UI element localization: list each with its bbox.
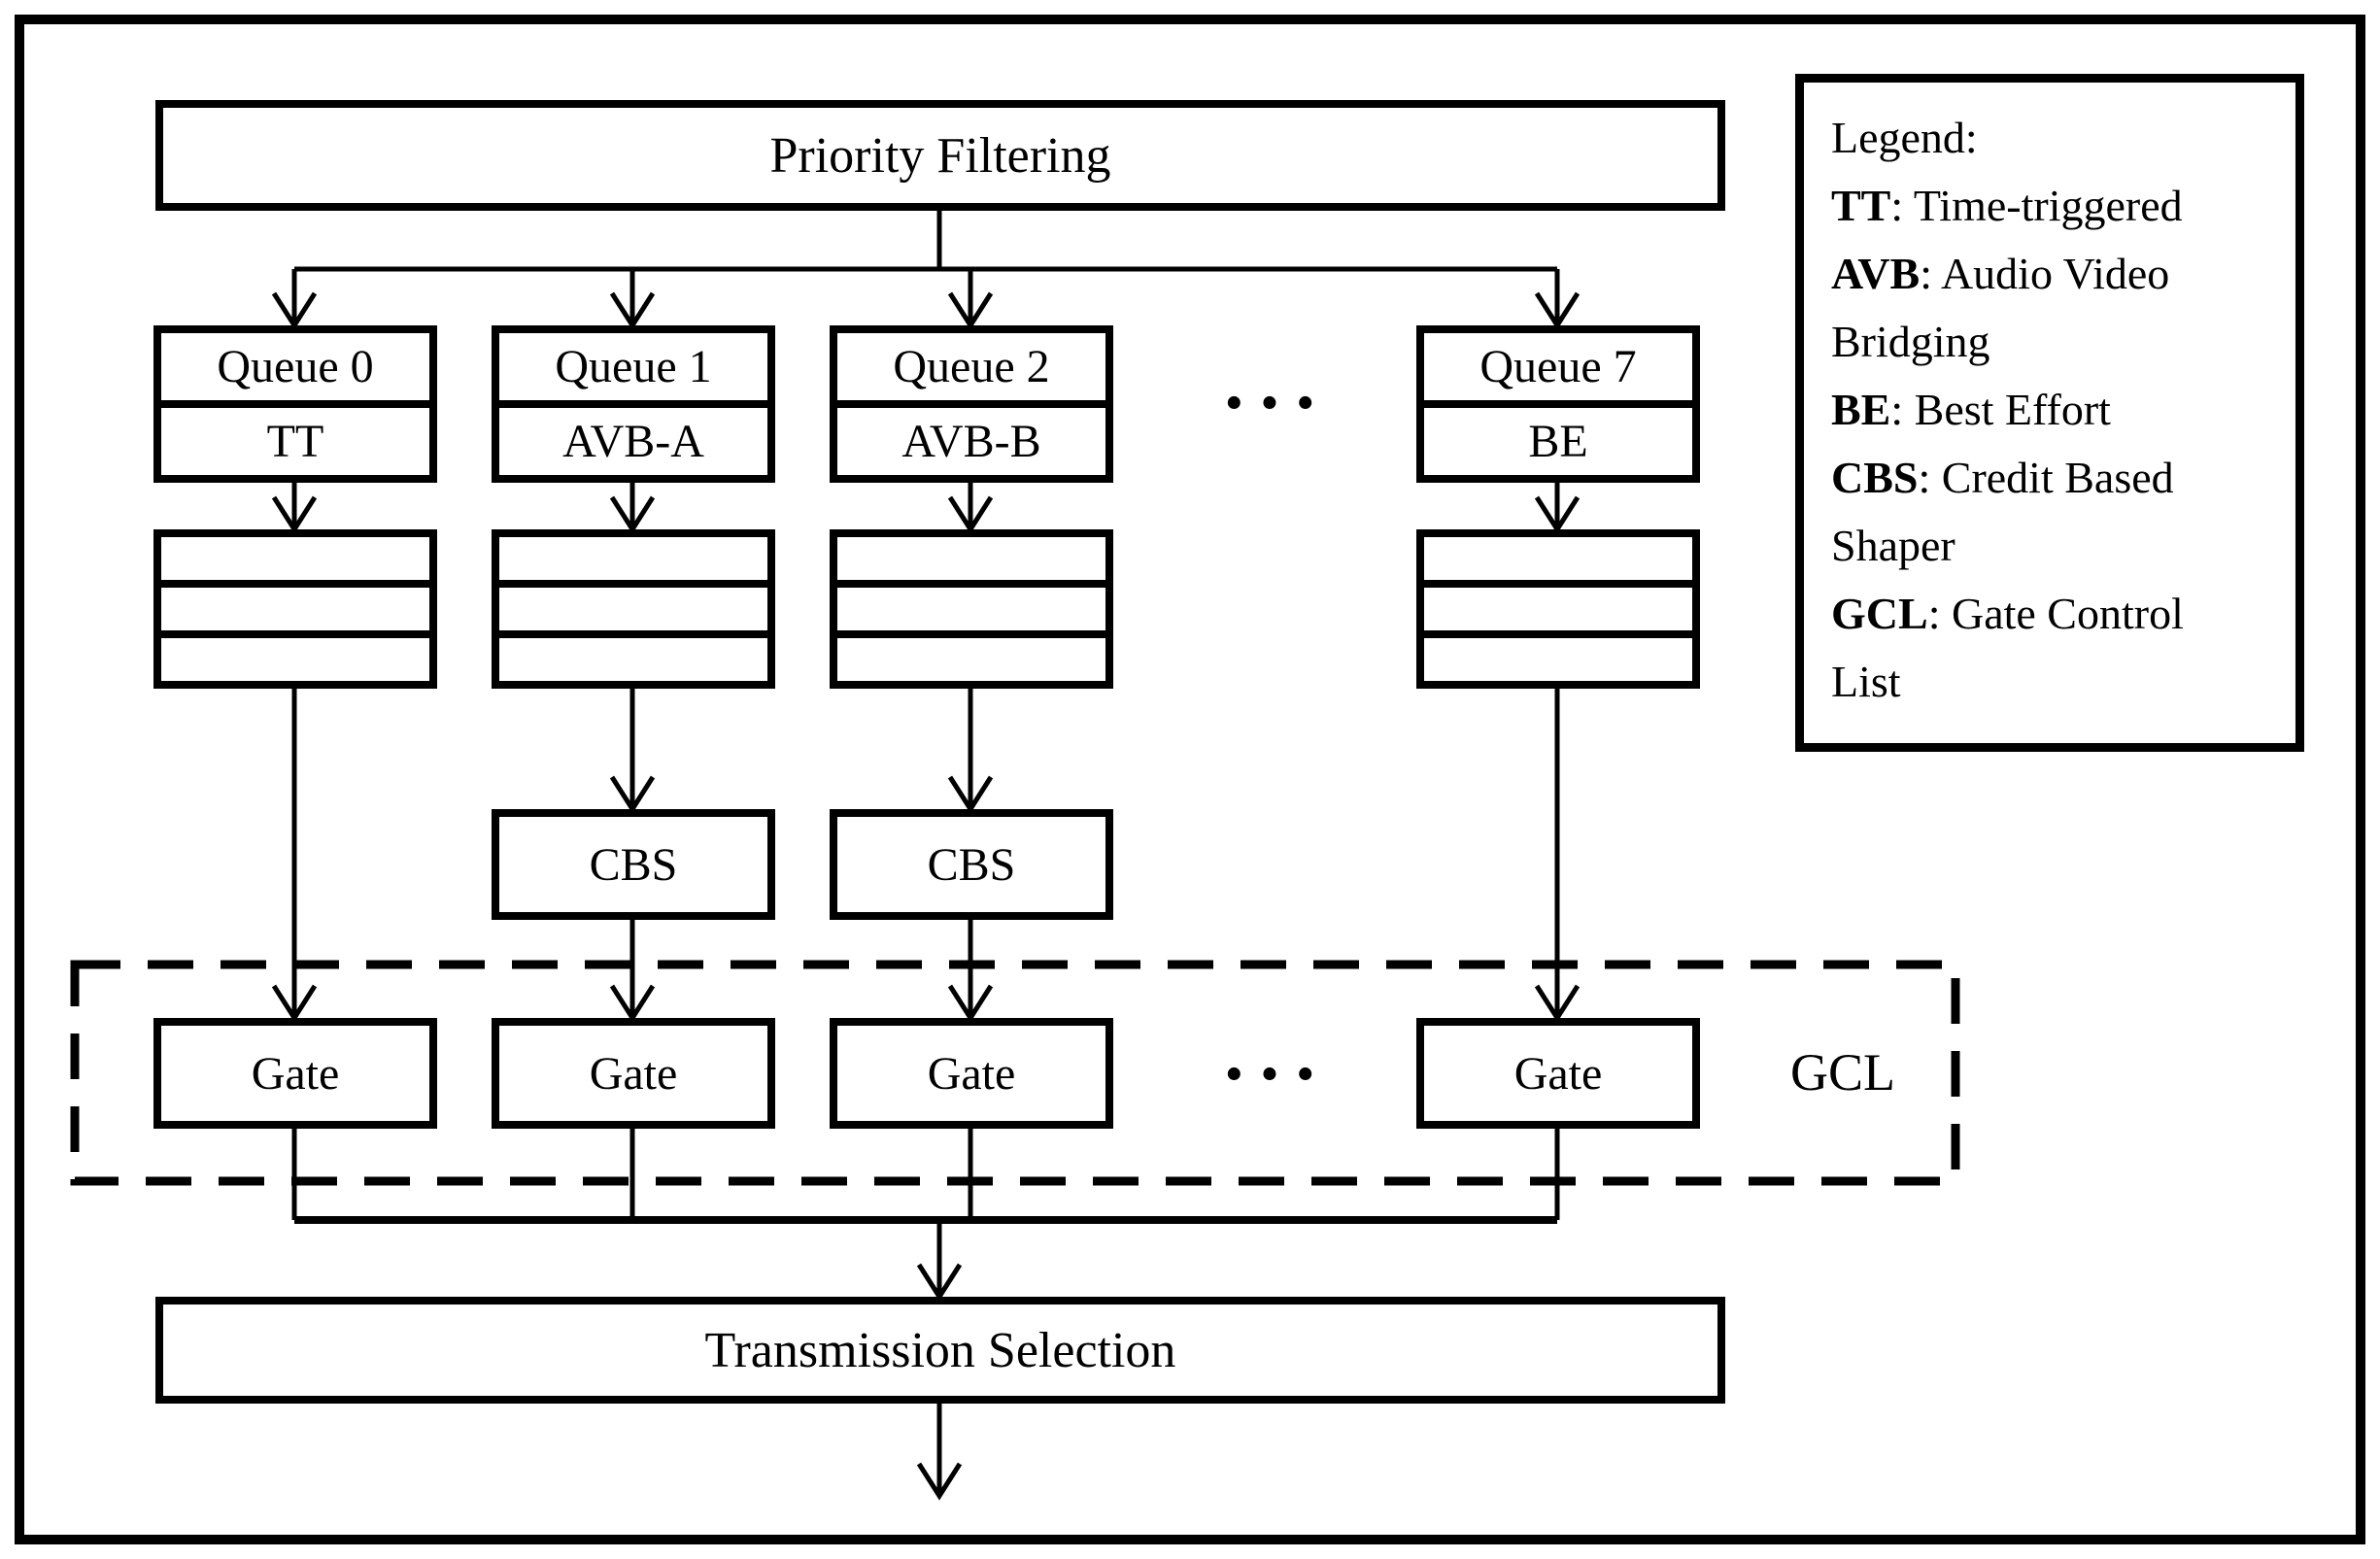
buffer-stack-queue-2	[830, 529, 1113, 689]
gate-label: Gate	[251, 1047, 340, 1100]
cbs-label: CBS	[589, 838, 678, 891]
gcl-label: GCL	[1790, 1043, 1895, 1101]
outer-border	[15, 15, 2365, 1544]
legend-line: TT: Time-triggered	[1831, 181, 2183, 230]
legend-line: List	[1831, 657, 1901, 706]
legend-box: Legend: TT: Time-triggered AVB: Audio Vi…	[1795, 74, 2304, 752]
queue-1-type: AVB-A	[562, 416, 704, 467]
gate-box-queue-7: Gate	[1416, 1018, 1700, 1129]
buffer-stack-queue-1	[492, 529, 775, 689]
transmission-selection-box: Transmission Selection	[155, 1297, 1725, 1404]
queue-0-name: Queue 0	[161, 333, 429, 408]
priority-filtering-box: Priority Filtering	[155, 100, 1725, 211]
queue-7-box: Queue 7 BE	[1416, 325, 1700, 483]
buffer-stack-queue-0	[153, 529, 437, 689]
queue-1-box: Queue 1 AVB-A	[492, 325, 775, 483]
queue-2-type: AVB-B	[901, 416, 1041, 467]
legend-line: GCL: Gate Control	[1831, 589, 2184, 638]
legend-line: BE: Best Effort	[1831, 385, 2111, 434]
queue-1-name: Queue 1	[499, 333, 767, 408]
queue-7-type: BE	[1528, 416, 1588, 467]
gate-label: Gate	[589, 1047, 678, 1100]
priority-filtering-label: Priority Filtering	[769, 127, 1111, 184]
flow-lines	[291, 209, 1560, 1494]
legend-line: CBS: Credit Based	[1831, 453, 2174, 502]
queue-0-box: Queue 0 TT	[153, 325, 437, 483]
gate-label: Gate	[1513, 1047, 1603, 1100]
queue-2-box: Queue 2 AVB-B	[830, 325, 1113, 483]
gate-label: Gate	[927, 1047, 1016, 1100]
queue-7-name: Queue 7	[1424, 333, 1692, 408]
gate-box-queue-0: Gate	[153, 1018, 437, 1129]
buffer-stack-queue-7	[1416, 529, 1700, 689]
legend-line: Legend:	[1831, 113, 1978, 162]
cbs-label: CBS	[927, 838, 1016, 891]
cbs-box-queue-1: CBS	[492, 809, 775, 920]
queue-0-type: TT	[266, 416, 324, 467]
queue-2-name: Queue 2	[837, 333, 1105, 408]
transmission-selection-label: Transmission Selection	[704, 1322, 1176, 1378]
gate-box-queue-1: Gate	[492, 1018, 775, 1129]
gcl-dashed-region	[70, 960, 1960, 1186]
legend-line: AVB: Audio Video	[1831, 249, 2170, 298]
gate-box-queue-2: Gate	[830, 1018, 1113, 1129]
cbs-box-queue-2: CBS	[830, 809, 1113, 920]
legend-line: Shaper	[1831, 521, 1955, 570]
legend-line: Bridging	[1831, 317, 1990, 366]
